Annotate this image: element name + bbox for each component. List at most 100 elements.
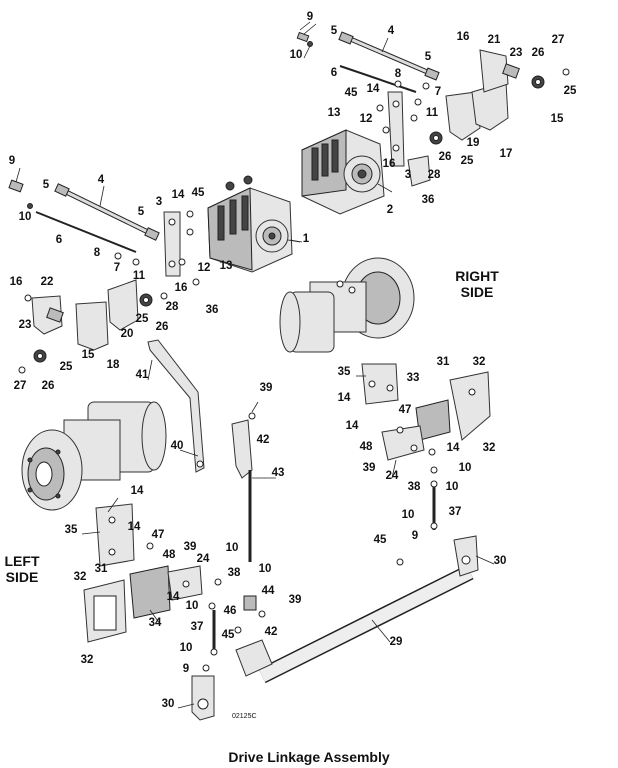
part-callout-17: 17 [500,148,513,160]
diagram-title: Drive Linkage Assembly [228,749,390,765]
part-callout-14: 14 [447,442,460,454]
pump-1-left [207,175,301,273]
part-callout-5: 5 [138,206,145,218]
part-callout-10: 10 [446,481,459,493]
part-callout-15: 15 [551,113,564,125]
part-callout-19: 19 [467,137,480,149]
part-callout-14: 14 [131,485,144,497]
upper-right-rod-assembly [296,21,440,106]
part-callout-10: 10 [290,49,303,61]
part-callout-14: 14 [367,83,380,95]
part-callout-12: 12 [198,262,211,274]
part-callout-39: 39 [184,541,197,553]
part-callout-45: 45 [222,629,235,641]
part-callout-12: 12 [360,113,373,125]
part-callout-2: 2 [387,204,393,216]
part-callout-10: 10 [402,509,415,521]
part-callout-28: 28 [428,169,441,181]
part-callout-8: 8 [94,247,101,259]
part-callout-14: 14 [338,392,351,404]
part-callout-22: 22 [41,276,54,288]
part-callout-10: 10 [226,542,239,554]
part-callout-32: 32 [473,356,486,368]
part-callout-16: 16 [457,31,470,43]
cross-shaft-29 [191,535,479,721]
part-callout-14: 14 [346,420,359,432]
part-callout-40: 40 [171,440,184,452]
part-callout-7: 7 [114,262,120,274]
part-callout-37: 37 [449,506,462,518]
part-callout-48: 48 [163,549,176,561]
left-side-label-line2: SIDE [6,569,39,585]
part-callout-11: 11 [426,107,439,119]
part-callout-14: 14 [172,189,185,201]
part-callout-48: 48 [360,441,373,453]
part-callout-4: 4 [98,174,105,186]
part-callout-26: 26 [439,151,452,163]
part-callout-43: 43 [272,467,285,479]
part-callout-31: 31 [437,356,450,368]
part-callout-5: 5 [43,179,50,191]
part-callout-14: 14 [167,591,180,603]
part-callout-4: 4 [388,25,395,37]
part-callout-32: 32 [74,571,87,583]
part-callout-23: 23 [19,319,32,331]
part-callout-45: 45 [374,534,387,546]
left-lever-40-41 [147,339,259,562]
part-callout-27: 27 [14,380,27,392]
part-callout-15: 15 [82,349,95,361]
part-callout-6: 6 [56,234,62,246]
upper-right-brackets [376,49,570,187]
part-callout-36: 36 [422,194,435,206]
part-callout-21: 21 [488,34,501,46]
part-callout-36: 36 [206,304,219,316]
part-callout-30: 30 [162,698,175,710]
part-callout-26: 26 [532,47,545,59]
part-callout-16: 16 [175,282,188,294]
part-callout-10: 10 [186,600,199,612]
part-callout-30: 30 [494,555,507,567]
part-callout-32: 32 [81,654,94,666]
part-callout-28: 28 [166,301,179,313]
right-side-label-line1: RIGHT [455,268,499,284]
part-callout-5: 5 [425,51,432,63]
part-callout-3: 3 [156,196,162,208]
part-callout-47: 47 [152,529,165,541]
part-callout-44: 44 [262,585,275,597]
part-callout-42: 42 [265,626,278,638]
part-callout-13: 13 [328,107,341,119]
part-callout-3: 3 [405,169,411,181]
part-callout-9: 9 [9,155,15,167]
upper-left-rod-assembly [8,179,200,286]
part-callout-37: 37 [191,621,204,633]
left-side-label-line1: LEFT [5,553,40,569]
part-callout-18: 18 [107,359,120,371]
part-callout-46: 46 [224,605,237,617]
part-callout-16: 16 [383,158,396,170]
part-callout-38: 38 [408,481,421,493]
part-callout-10: 10 [19,211,32,223]
part-callout-14: 14 [128,521,141,533]
part-callout-47: 47 [399,404,412,416]
part-callout-10: 10 [459,462,472,474]
part-callout-11: 11 [133,270,146,282]
part-callout-35: 35 [338,366,351,378]
left-wheel-motor [21,401,167,511]
part-callout-39: 39 [289,594,302,606]
part-callout-45: 45 [192,187,205,199]
right-side-label-line2: SIDE [461,284,494,300]
part-callout-24: 24 [197,553,210,565]
part-callout-45: 45 [345,87,358,99]
part-callout-42: 42 [257,434,270,446]
leader-lines [15,23,495,709]
right-wheel-motor [279,257,415,353]
part-callout-23: 23 [510,47,523,59]
part-callout-9: 9 [183,663,189,675]
left-pump-control-brackets [83,503,266,672]
part-callout-16: 16 [10,276,23,288]
part-callout-31: 31 [95,563,108,575]
part-callout-20: 20 [121,328,134,340]
part-callout-25: 25 [136,313,149,325]
